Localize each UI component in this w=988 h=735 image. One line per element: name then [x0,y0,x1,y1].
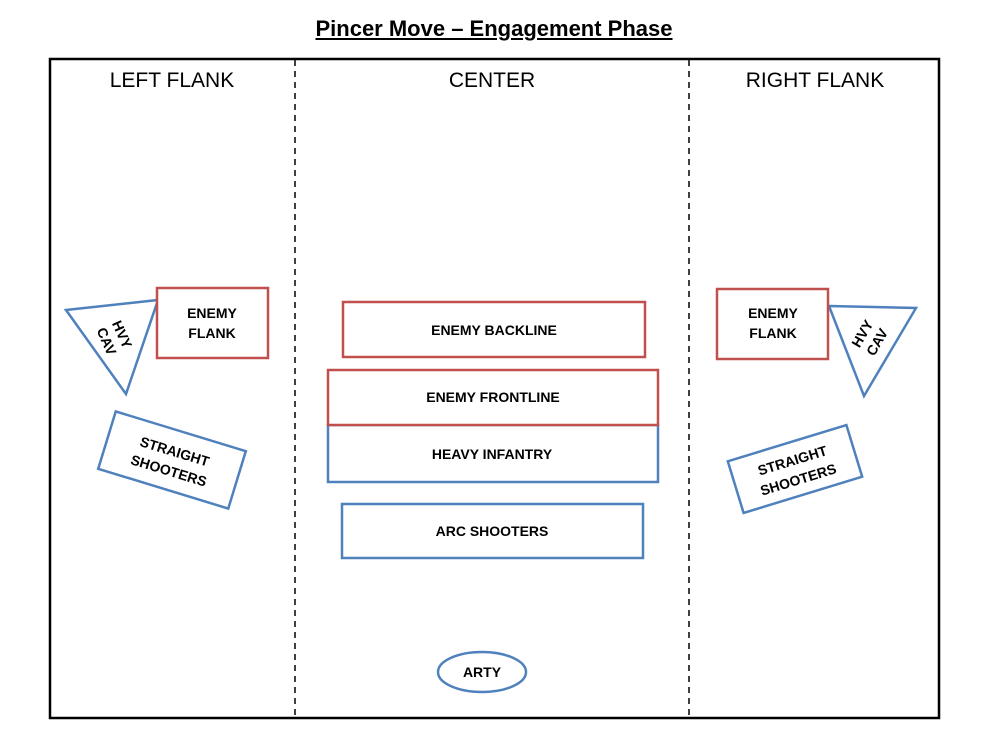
zone-label-left-flank: LEFT FLANK [110,69,234,92]
right-enemy-flank-line-2: FLANK [749,325,796,341]
right-heavy-cavalry-unit [827,304,919,399]
right-enemy-flank-line-1: ENEMY [748,305,798,321]
left-enemy-flank-line-1: ENEMY [187,305,237,321]
enemy-frontline-label: ENEMY FRONTLINE [426,389,560,405]
enemy-backline-unit [341,300,647,359]
zone-label-right-flank: RIGHT FLANK [746,69,884,92]
enemy-backline-label: ENEMY BACKLINE [431,322,557,338]
heavy-infantry-label: HEAVY INFANTRY [432,446,553,462]
left-heavy-cavalry-unit [63,298,160,397]
left-enemy-flank-line-2: FLANK [188,325,235,341]
artillery-unit [436,650,528,694]
left-enemy-flank-unit [155,286,270,360]
arc-shooters-label: ARC SHOOTERS [436,523,549,539]
heavy-infantry-unit [326,423,660,484]
zone-label-center: CENTER [449,69,535,92]
left-straight-shooters-box [96,409,248,511]
right-straight-shooters-unit: STRAIGHT SHOOTERS [726,423,864,515]
artillery-label: ARTY [463,664,502,680]
page-title: Pincer Move – Engagement Phase [315,16,673,41]
left-straight-shooters-unit: STRAIGHT SHOOTERS [96,409,248,511]
enemy-frontline-unit [326,368,660,427]
arc-shooters-unit [340,502,645,560]
right-straight-shooters-box [726,423,864,515]
field-border [48,57,941,720]
right-enemy-flank-unit [715,287,830,361]
